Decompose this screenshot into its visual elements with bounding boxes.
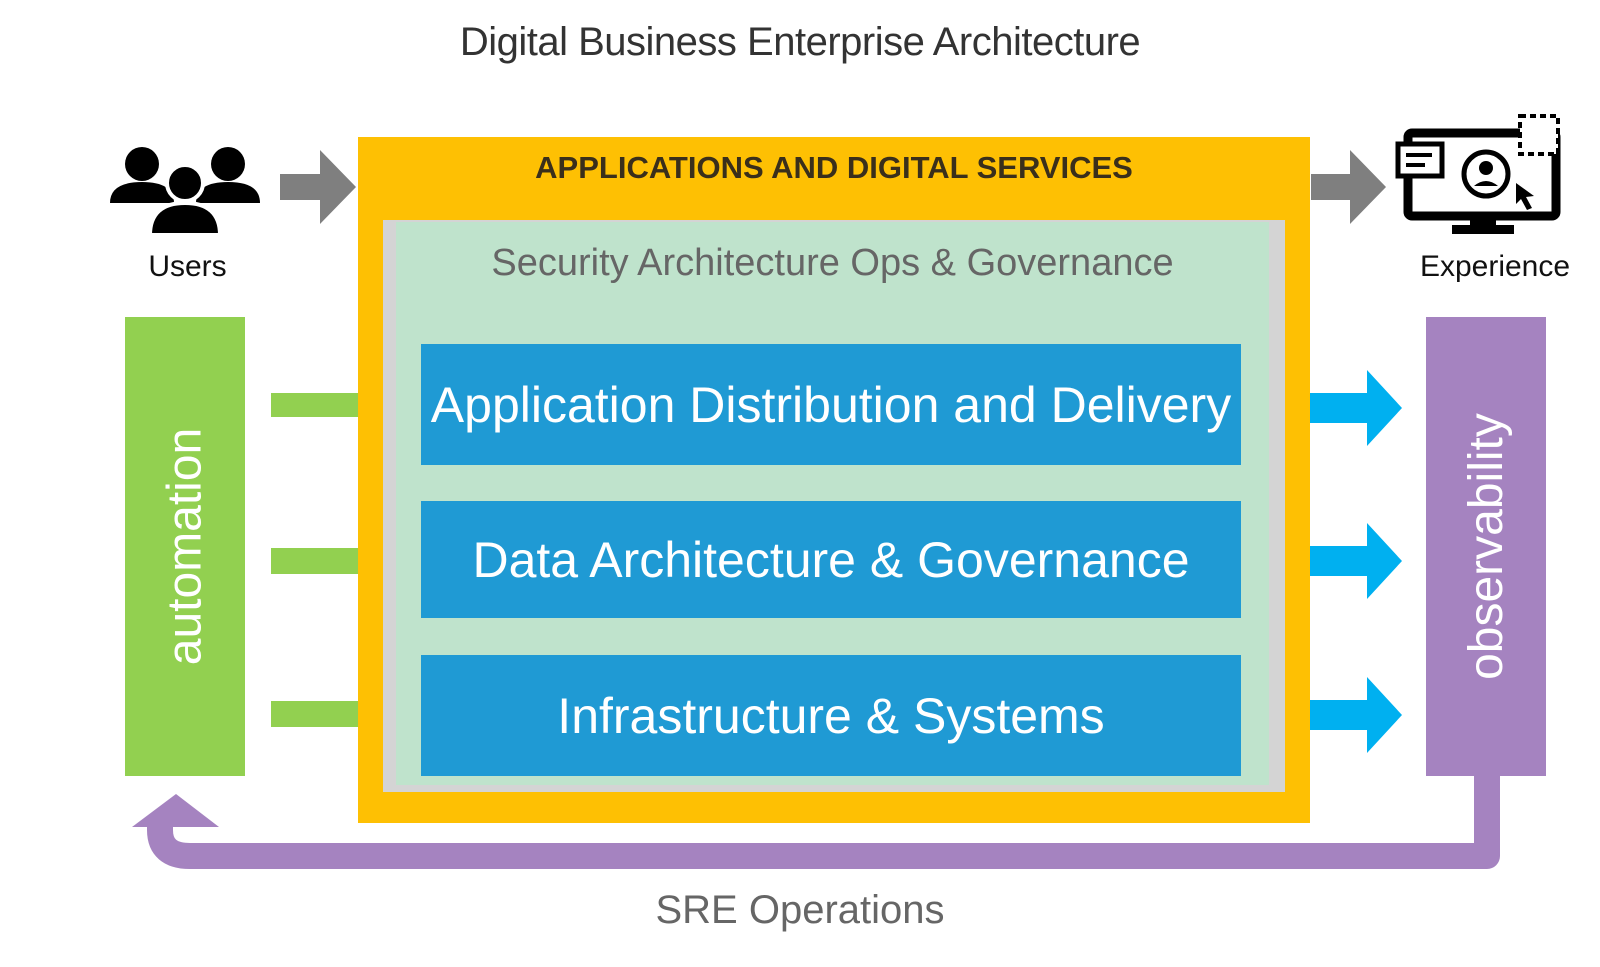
automation-bar: automation (125, 317, 245, 776)
experience-flow-arrow (1311, 150, 1386, 224)
automation-arrow-1 (271, 367, 423, 443)
sre-operations-label: SRE Operations (655, 888, 945, 932)
experience-label: Experience (1419, 250, 1571, 283)
sre-loop-arrow (147, 776, 1500, 869)
security-label: Security Architecture Ops & Governance (491, 242, 1174, 284)
observability-bar: observability (1426, 317, 1546, 776)
automation-arrow-3 (271, 675, 423, 752)
users-label: Users (148, 250, 227, 283)
observability-arrow-3 (1251, 677, 1402, 753)
layer-infrastructure: Infrastructure & Systems (421, 655, 1241, 776)
monitor-user-icon (1395, 114, 1561, 234)
automation-label: automation (158, 427, 212, 666)
layer-label: Infrastructure & Systems (557, 687, 1105, 744)
applications-title: APPLICATIONS AND DIGITAL SERVICES (535, 150, 1133, 185)
observability-arrow-2 (1251, 523, 1402, 599)
layer-data-architecture: Data Architecture & Governance (421, 501, 1241, 618)
sre-loop-arrowhead (132, 794, 219, 827)
observability-arrow-1 (1251, 370, 1402, 446)
users-group-icon (110, 147, 260, 237)
automation-arrow-2 (271, 522, 423, 599)
diagram-title: Digital Business Enterprise Architecture (459, 20, 1141, 64)
layer-application-delivery: Application Distribution and Delivery (421, 344, 1241, 465)
layer-label: Application Distribution and Delivery (430, 376, 1232, 433)
observability-label: observability (1459, 413, 1513, 680)
layer-label: Data Architecture & Governance (472, 531, 1190, 588)
users-flow-arrow (280, 150, 356, 224)
